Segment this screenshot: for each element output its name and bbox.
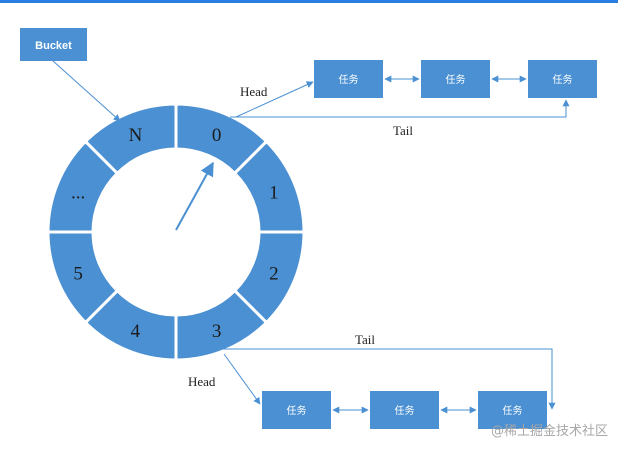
bottom-head-label: Head [188,374,216,389]
ring-segment-label: 2 [269,264,279,285]
bottom-task-label-3: 任务 [503,404,523,417]
bottom-head-arrow [223,353,261,405]
bottom-tail-arrow [182,348,556,410]
timing-wheel-ring: 0 1 2 3 4 5... N [46,102,306,362]
bucket-arrow [52,60,121,122]
ring-segment-label: 4 [131,321,141,342]
top-task-label-3: 任务 [553,73,573,86]
ring-segment-label: 0 [212,125,222,146]
top-head-arrow [235,81,314,118]
ring-segment [83,102,178,176]
top-task-label-2: 任务 [446,73,466,86]
ring-segment-label: 1 [269,182,279,203]
bucket-box: Bucket [20,28,87,61]
bottom-tail-label: Tail [355,332,375,347]
top-task-box-3 [528,60,597,98]
top-accent-bar [0,0,618,3]
ring-segment-label: ... [71,182,85,203]
ring-segment-label: N [129,125,143,146]
bottom-task-box-1 [262,391,331,429]
top-task-chain: Head 任务 任务 任务 Tail [230,60,597,138]
ring-segment-label: 3 [212,321,222,342]
top-task-box-2 [421,60,490,98]
wheel-pointer-arrow [175,161,214,231]
top-task-box-1 [314,60,383,98]
bucket-label: Bucket [35,40,72,52]
top-task-label-1: 任务 [339,73,359,86]
top-tail-label: Tail [393,123,413,138]
bottom-task-box-2 [370,391,439,429]
top-head-label: Head [240,84,268,99]
watermark: @稀土掘金技术社区 [490,424,608,439]
bottom-task-box-3 [478,391,547,429]
bottom-task-label-1: 任务 [287,404,307,417]
bottom-task-chain: Tail Head 任务 任务 任务 [182,332,556,429]
ring-segment-label: 5 [73,264,83,285]
bottom-task-label-2: 任务 [395,404,415,417]
top-tail-arrow [230,99,570,118]
